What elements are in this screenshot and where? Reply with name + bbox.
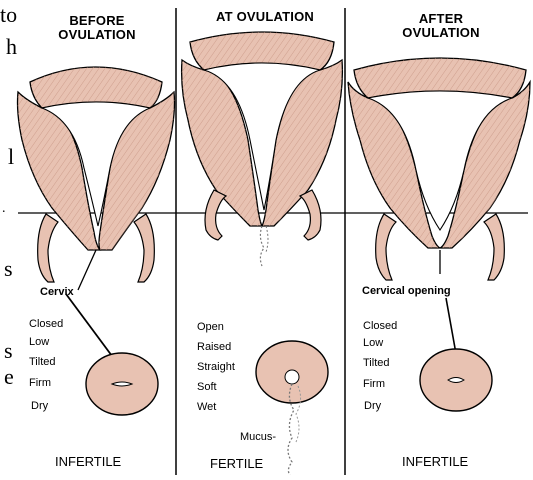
cervix-label: Cervix — [40, 286, 74, 298]
panel-after-title-line2: OVULATION — [386, 26, 496, 40]
after-trait-dry: Dry — [364, 400, 381, 412]
cervix-face-before — [86, 353, 158, 415]
after-fertility-status: INFERTILE — [402, 454, 468, 469]
margin-text-dot: . — [2, 198, 6, 220]
after-trait-firm: Firm — [363, 378, 385, 390]
at-trait-wet: Wet — [197, 401, 216, 413]
cervix-pointer — [78, 250, 96, 290]
before-trait-tilted: Tilted — [29, 356, 56, 368]
uterus-before-ovulation — [18, 67, 175, 356]
at-trait-soft: Soft — [197, 381, 217, 393]
at-fertility-status: FERTILE — [210, 456, 263, 471]
panel-before-title-line2: OVULATION — [42, 28, 152, 42]
panel-before-title: BEFORE OVULATION — [42, 14, 152, 42]
after-trait-tilted: Tilted — [363, 357, 390, 369]
before-trait-firm: Firm — [29, 377, 51, 389]
panel-after-title: AFTER OVULATION — [386, 12, 496, 40]
at-trait-raised: Raised — [197, 341, 231, 353]
margin-text-e: e — [4, 366, 14, 388]
panel-after-title-line1: AFTER — [386, 12, 496, 26]
at-trait-straight: Straight — [197, 361, 235, 373]
margin-text-to: to — [0, 4, 17, 26]
at-trait-open: Open — [197, 321, 224, 333]
before-trait-dry: Dry — [31, 400, 48, 412]
cervix-pointer-lower — [66, 294, 112, 356]
uterus-at-ovulation — [182, 32, 343, 266]
before-trait-closed: Closed — [29, 318, 63, 330]
mucus-label: Mucus- — [240, 431, 276, 443]
after-trait-low: Low — [363, 337, 383, 349]
panel-at-title: AT OVULATION — [200, 10, 330, 24]
margin-text-l: l — [8, 146, 14, 168]
margin-text-s2: s — [4, 340, 13, 362]
margin-text-h: h — [6, 36, 17, 58]
panel-before-title-line1: BEFORE — [42, 14, 152, 28]
margin-text-s1: s — [4, 258, 13, 280]
cervix-face-at-ovulation — [256, 341, 328, 475]
before-fertility-status: INFERTILE — [55, 454, 121, 469]
before-trait-low: Low — [29, 336, 49, 348]
mucus-stream-upper — [260, 226, 264, 266]
cervix-face-after — [420, 349, 492, 411]
after-trait-closed: Closed — [363, 320, 397, 332]
cervical-opening-label: Cervical opening — [362, 285, 451, 297]
